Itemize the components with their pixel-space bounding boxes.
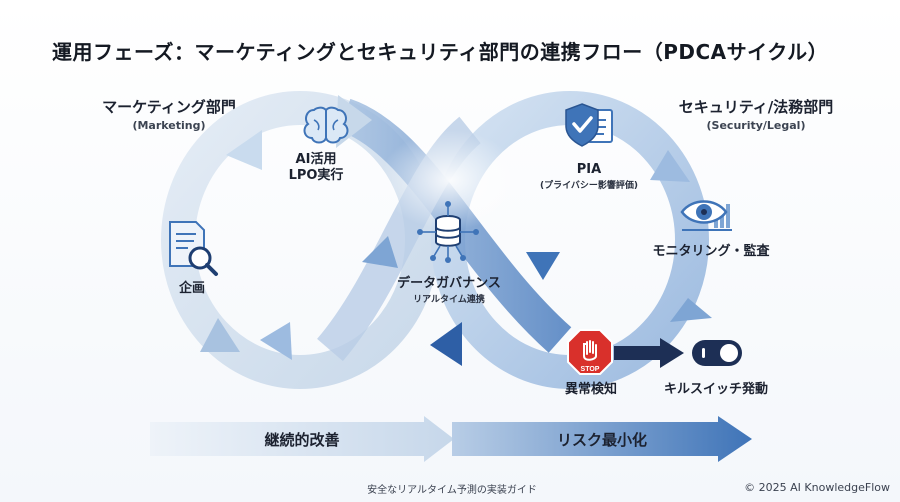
anomaly-label: 異常検知 bbox=[564, 382, 617, 397]
stop-sign-text: STOP bbox=[581, 366, 600, 373]
plan-label: 企画 bbox=[178, 281, 205, 296]
document-search-icon bbox=[169, 221, 218, 276]
pia-label: PIA (プライバシー影響評価) bbox=[531, 162, 647, 191]
ai-lpo-line1: AI活用 bbox=[295, 152, 337, 167]
pia-sub-label: (プライバシー影響評価) bbox=[539, 181, 639, 192]
killswitch-label: キルスイッチ発動 bbox=[663, 382, 768, 397]
database-network-icon bbox=[417, 201, 479, 263]
footer-copyright: © 2025 AI KnowledgeFlow bbox=[744, 481, 890, 494]
arrowhead-left-bottom bbox=[200, 318, 240, 352]
arrowhead-center-down bbox=[526, 252, 560, 280]
arrowhead-center-left bbox=[430, 322, 462, 366]
risk-minimization-banner: リスク最小化 bbox=[452, 416, 752, 462]
arrowhead-right-down bbox=[670, 298, 712, 322]
governance-sub-label: リアルタイム連携 bbox=[413, 295, 485, 306]
risk-minimization-arrow bbox=[452, 416, 752, 462]
security-section-name: セキュリティ/法務部門 bbox=[678, 98, 834, 116]
marketing-section-header: マーケティング部門 (Marketing) bbox=[74, 96, 264, 132]
arrowhead-center-up bbox=[362, 236, 398, 268]
toggle-switch-icon bbox=[692, 340, 742, 366]
page-title: 運用フェーズ：マーケティングとセキュリティ部門の連携フロー（PDCAサイクル） bbox=[52, 40, 829, 64]
stop-to-killswitch-arrow bbox=[614, 338, 684, 368]
marketing-section-name: マーケティング部門 bbox=[102, 98, 236, 116]
arrowhead-left-up bbox=[226, 130, 262, 170]
security-section-header: セキュリティ/法務部門 (Security/Legal) bbox=[656, 96, 856, 132]
ai-lpo-line2: LPO実行 bbox=[288, 168, 344, 184]
arrowhead-bottom-left bbox=[260, 322, 292, 360]
ai-lpo-label: AI活用 LPO実行 bbox=[276, 152, 356, 185]
stop-sign-icon: STOP bbox=[567, 329, 613, 375]
risk-minimization-text: リスク最小化 bbox=[556, 430, 647, 449]
continuous-improvement-banner: 継続的改善 bbox=[150, 416, 454, 462]
crossing-glow bbox=[380, 130, 520, 230]
shield-checklist-icon bbox=[565, 103, 613, 147]
arrowhead-right-top bbox=[650, 150, 690, 182]
brain-icon bbox=[303, 106, 349, 144]
marketing-section-sub: (Marketing) bbox=[132, 119, 206, 132]
footer-guide: 安全なリアルタイム予測の実装ガイド bbox=[367, 485, 537, 496]
monitoring-label: モニタリング・監査 bbox=[652, 244, 770, 259]
eye-chart-icon bbox=[680, 200, 732, 231]
security-section-sub: (Security/Legal) bbox=[706, 119, 806, 132]
continuous-improvement-arrow bbox=[150, 416, 454, 462]
continuous-improvement-text: 継続的改善 bbox=[264, 430, 340, 449]
governance-label: データガバナンス リアルタイム連携 bbox=[376, 276, 522, 305]
